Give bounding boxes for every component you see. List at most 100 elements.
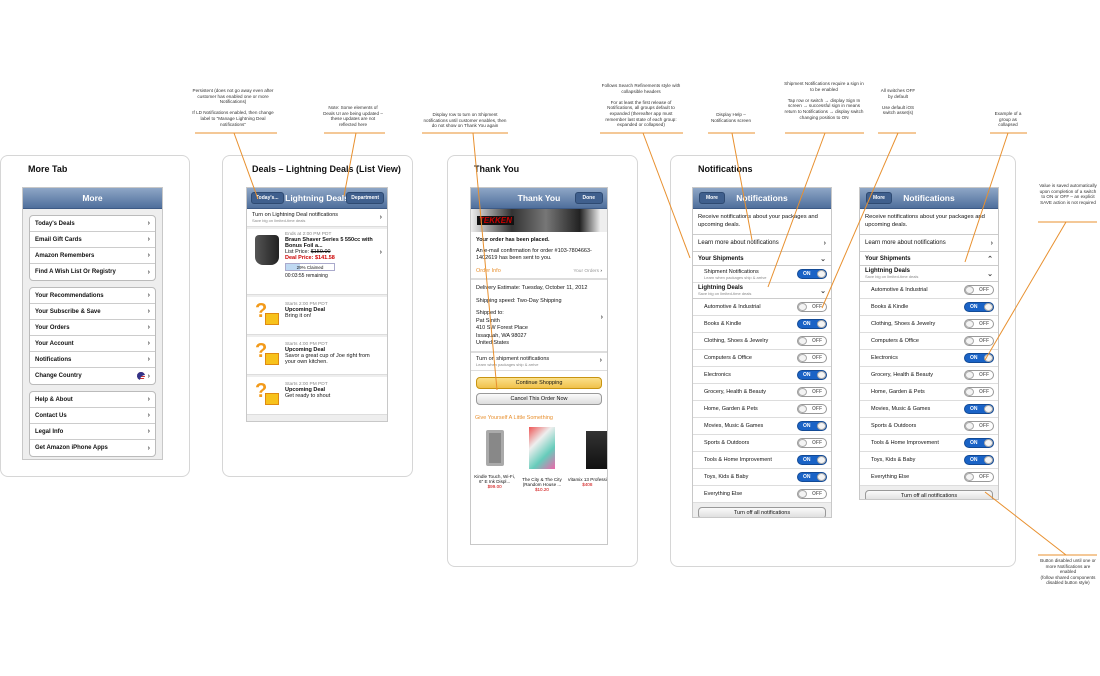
toggle-switch[interactable]: OFF: [964, 319, 994, 329]
menu-item[interactable]: Contact Us›: [30, 408, 155, 424]
toggle-switch[interactable]: ON: [964, 455, 994, 465]
toggle-switch[interactable]: ON: [797, 421, 827, 431]
toggle-switch[interactable]: OFF: [797, 438, 827, 448]
toggle-switch[interactable]: ON: [964, 302, 994, 312]
turn-off-all-button[interactable]: Turn off all notifications: [698, 507, 826, 517]
learn-more-row[interactable]: Learn more about notifications›: [860, 235, 998, 252]
back-button[interactable]: Today's...: [251, 192, 284, 204]
toggle-switch[interactable]: ON: [797, 455, 827, 465]
menu-item[interactable]: Email Gift Cards›: [30, 232, 155, 248]
toggle-switch[interactable]: OFF: [797, 336, 827, 346]
menu-item[interactable]: Help & About›: [30, 392, 155, 408]
product-vitamix[interactable]: Vitamix 13 Professional $408: [568, 427, 607, 492]
toggle-switch[interactable]: OFF: [964, 387, 994, 397]
more-back-button[interactable]: More: [699, 192, 725, 204]
shipment-details[interactable]: Delivery Estimate: Tuesday, October 11, …: [471, 280, 607, 353]
switch-state-label: OFF: [979, 321, 989, 327]
department-button[interactable]: Department: [346, 192, 384, 204]
toggle-switch[interactable]: OFF: [797, 489, 827, 499]
toggle-switch[interactable]: OFF: [964, 370, 994, 380]
your-orders-link[interactable]: Your Orders ›: [573, 268, 602, 274]
tekken-banner[interactable]: TEKKEN: [471, 209, 607, 232]
toggle-switch[interactable]: ON: [964, 438, 994, 448]
toggle-switch[interactable]: ON: [964, 404, 994, 414]
toggle-switch[interactable]: OFF: [797, 387, 827, 397]
menu-item[interactable]: Legal Info›: [30, 424, 155, 440]
book-cover-image: [528, 426, 555, 469]
category-label: Toys, Kids & Baby: [704, 474, 749, 480]
menu-item[interactable]: Your Account›: [30, 336, 155, 352]
toggle-switch[interactable]: ON: [797, 319, 827, 329]
chevron-right-icon: ›: [600, 314, 603, 321]
menu-item[interactable]: Your Orders›: [30, 320, 155, 336]
toggle-switch[interactable]: ON: [797, 472, 827, 482]
more-back-button[interactable]: More: [866, 192, 892, 204]
toggle-switch[interactable]: ON: [797, 269, 827, 279]
your-shipments-header[interactable]: Your Shipments⌃: [860, 252, 998, 266]
product-kindle[interactable]: Kindle Touch, Wi-Fi, 6" E Ink Displ... $…: [473, 427, 516, 492]
menu-item[interactable]: Amazon Remembers›: [30, 248, 155, 264]
toggle-switch[interactable]: OFF: [964, 472, 994, 482]
menu-item[interactable]: Find A Wish List Or Registry›: [30, 264, 155, 280]
toggle-switch[interactable]: OFF: [797, 302, 827, 312]
deal-price-label: Deal Price:: [285, 255, 314, 261]
continue-shopping-button[interactable]: Continue Shopping: [476, 376, 602, 389]
product-book[interactable]: The City & The City (Random House ... $1…: [520, 426, 563, 492]
learn-more-row[interactable]: Learn more about notifications›: [693, 235, 831, 252]
lightning-notification-row[interactable]: Turn on Lightning Deal notifications Sav…: [247, 209, 387, 227]
toggle-switch[interactable]: OFF: [964, 421, 994, 431]
toggle-switch[interactable]: ON: [797, 370, 827, 380]
cancel-order-button[interactable]: Cancel This Order Now: [476, 392, 602, 405]
menu-item[interactable]: Your Subscribe & Save›: [30, 304, 155, 320]
menu-item[interactable]: Today's Deals›: [30, 216, 155, 232]
turn-off-all-button[interactable]: Turn off all notifications: [865, 490, 993, 499]
your-shipments-header[interactable]: Your Shipments⌄: [693, 252, 831, 266]
done-button[interactable]: Done: [574, 192, 603, 204]
deal-title: Upcoming Deal: [285, 347, 326, 353]
deal-item[interactable]: Ends at 2:00 PM PDT Braun Shaver Series …: [247, 229, 387, 295]
menu-item[interactable]: Change Country›: [30, 368, 155, 384]
deal-title: Upcoming Deal: [285, 307, 326, 313]
toggle-switch[interactable]: OFF: [964, 285, 994, 295]
toggle-switch[interactable]: OFF: [964, 336, 994, 346]
toggle-switch[interactable]: OFF: [797, 353, 827, 363]
toggle-switch[interactable]: ON: [964, 353, 994, 363]
menu-item[interactable]: Get Amazon iPhone Apps›: [30, 440, 155, 456]
menu-item[interactable]: Your Recommendations›: [30, 288, 155, 304]
chevron-right-icon: ›: [147, 372, 150, 380]
toggle-switch[interactable]: OFF: [797, 404, 827, 414]
shipment-notification-row[interactable]: Turn on shipment notifications Learn whe…: [471, 352, 607, 371]
menu-item[interactable]: Notifications›: [30, 352, 155, 368]
row-title: Turn on shipment notifications: [476, 355, 550, 362]
category-row[interactable]: Toys, Kids & Baby ON: [693, 469, 831, 486]
